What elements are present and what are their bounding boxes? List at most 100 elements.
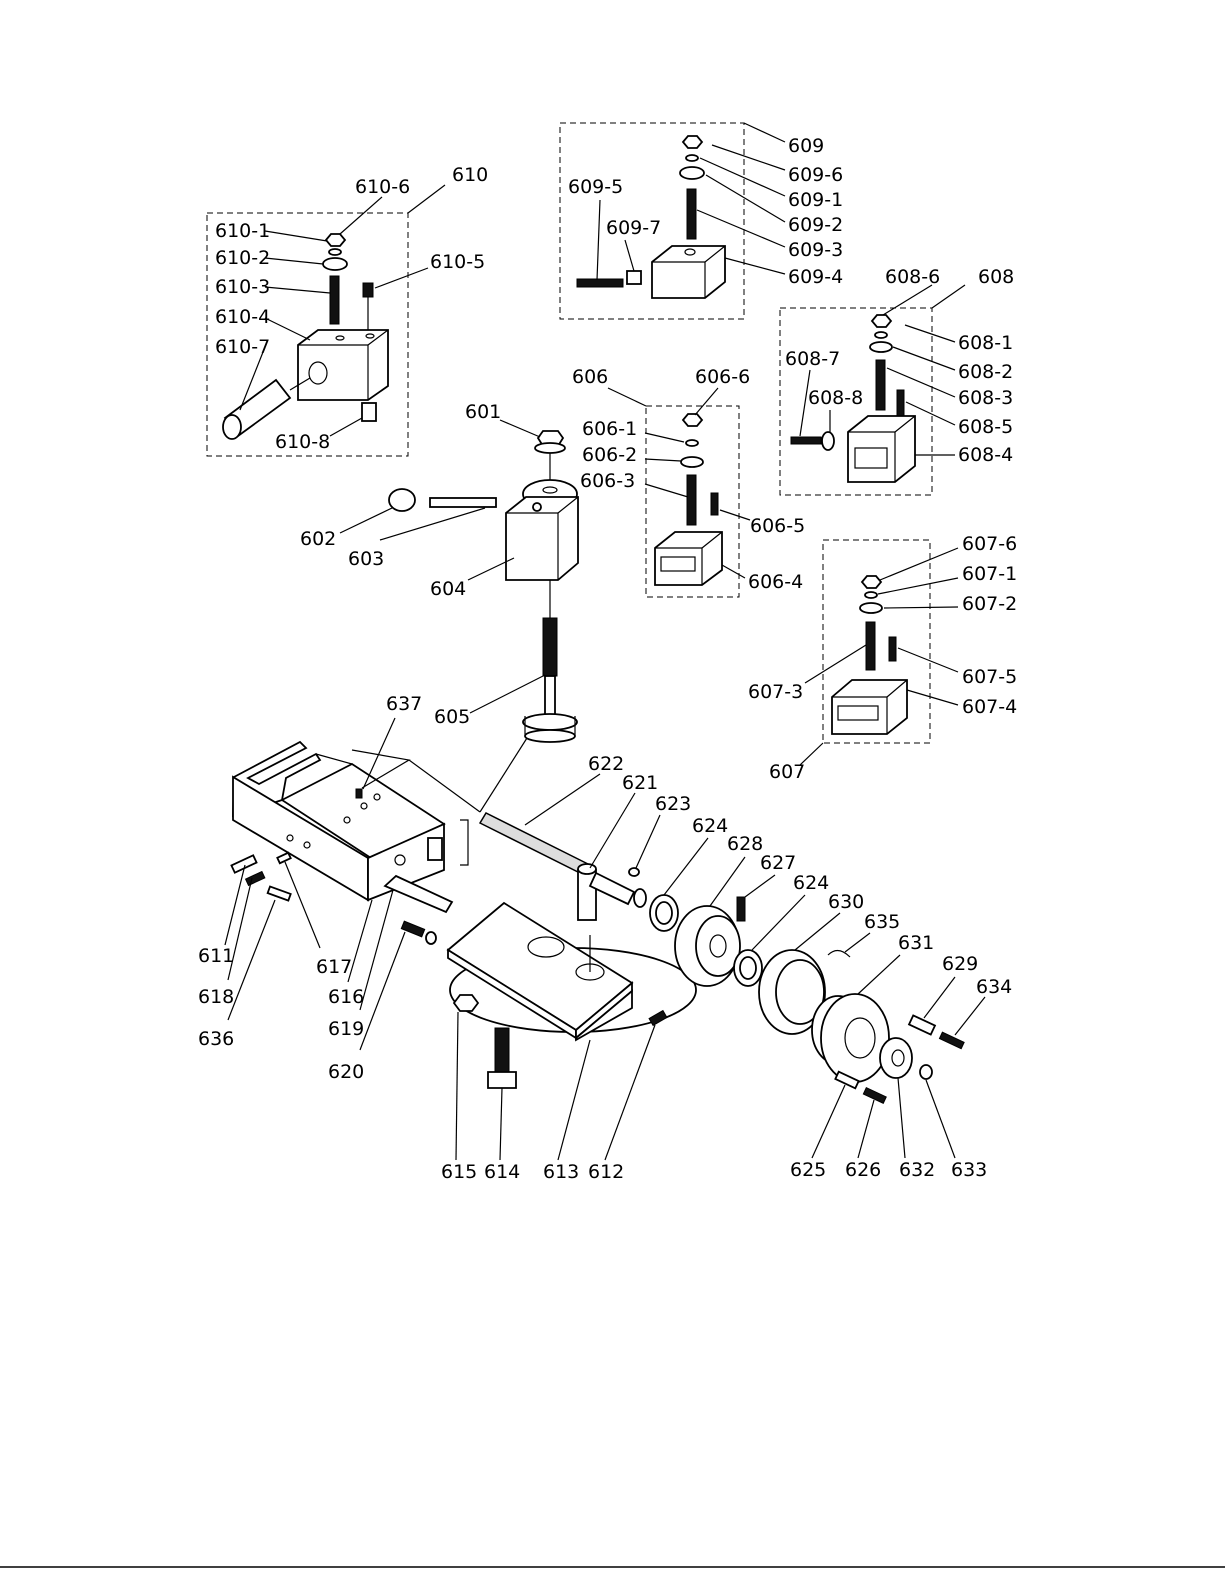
label-605: 605 [434, 706, 470, 728]
compound-slide [224, 717, 528, 1051]
stud-609-3 [686, 188, 697, 240]
gib-619 [383, 874, 454, 914]
group-610 [206, 184, 446, 457]
label-611: 611 [198, 945, 234, 967]
block-609-4 [651, 245, 726, 299]
toolpost-assembly [339, 419, 579, 743]
label-634: 634 [976, 976, 1012, 998]
label-610-2: 610-2 [215, 247, 270, 269]
label-617: 617 [316, 956, 352, 978]
label-612: 612 [588, 1161, 624, 1183]
sleeve-610-8 [361, 402, 377, 422]
label-609-2: 609-2 [788, 214, 843, 236]
screw-612 [648, 1009, 668, 1027]
label-630: 630 [828, 891, 864, 913]
label-608-7: 608-7 [785, 348, 840, 370]
screw-633 [919, 1064, 933, 1080]
screw-637 [355, 788, 363, 799]
screw-610-5 [362, 282, 374, 298]
knob-602 [388, 488, 416, 512]
label-616: 616 [328, 986, 364, 1008]
label-610-5: 610-5 [430, 251, 485, 273]
label-622: 622 [588, 753, 624, 775]
washer-607-2 [859, 602, 883, 614]
label-609-3: 609-3 [788, 239, 843, 261]
washer-606-2 [680, 456, 704, 468]
label-606-4: 606-4 [748, 571, 803, 593]
label-632: 632 [899, 1159, 935, 1181]
label-613: 613 [543, 1161, 579, 1183]
group-609 [559, 122, 786, 320]
label-636: 636 [198, 1028, 234, 1050]
nut-606-6 [681, 413, 704, 427]
label-623: 623 [655, 793, 691, 815]
label-609-6: 609-6 [788, 164, 843, 186]
screw-620 [400, 920, 426, 938]
label-604: 604 [430, 578, 466, 600]
label-608-8: 608-8 [808, 387, 863, 409]
pin-611 [230, 854, 258, 874]
label-609-7: 609-7 [606, 217, 661, 239]
washer-609-2 [679, 166, 705, 180]
label-608-1: 608-1 [958, 332, 1013, 354]
screw-606-5 [710, 492, 719, 516]
label-610-3: 610-3 [215, 276, 270, 298]
screw-618 [244, 870, 266, 887]
stud-608-3 [875, 359, 886, 411]
slide-front-face [367, 822, 445, 902]
label-608-5: 608-5 [958, 416, 1013, 438]
label-607-5: 607-5 [962, 666, 1017, 688]
part-labels: 610 610-6 610-1 610-2 610-5 610-3 610-4 … [198, 135, 1017, 1183]
leadscrew-assembly [478, 773, 986, 1159]
label-610-4: 610-4 [215, 306, 270, 328]
block-604 [505, 496, 579, 581]
group-610-boundary [206, 212, 409, 457]
label-610: 610 [452, 164, 488, 186]
stud-606-3 [686, 474, 697, 526]
group-606 [607, 387, 751, 598]
lever-603 [429, 497, 497, 508]
label-608-4: 608-4 [958, 444, 1013, 466]
group-609-boundary [559, 122, 745, 320]
leadscrew-622 [478, 812, 594, 877]
label-608-6: 608-6 [885, 266, 940, 288]
washer-606-1 [685, 439, 699, 447]
part-609-7 [626, 270, 642, 285]
screw-627 [736, 896, 746, 922]
label-602: 602 [300, 528, 336, 550]
group-608 [779, 284, 966, 496]
label-610-6: 610-6 [355, 176, 410, 198]
stud-607-3 [865, 621, 876, 671]
label-624-b: 624 [793, 872, 829, 894]
washer-609-1 [685, 154, 699, 162]
group-608-boundary [779, 307, 933, 496]
group-607 [799, 539, 959, 766]
pin-625 [834, 1070, 860, 1090]
label-606-6: 606-6 [695, 366, 750, 388]
nut-610-6 [324, 233, 347, 247]
label-607-6: 607-6 [962, 533, 1017, 555]
label-607-3: 607-3 [748, 681, 803, 703]
label-621: 621 [622, 772, 658, 794]
washer-610-2 [322, 257, 348, 271]
pin-636 [266, 885, 292, 902]
label-624-a: 624 [692, 815, 728, 837]
label-609-4: 609-4 [788, 266, 843, 288]
label-615: 615 [441, 1161, 477, 1183]
label-606-3: 606-3 [580, 470, 635, 492]
washer-610-1 [328, 248, 342, 256]
screw-608-7 [790, 436, 822, 445]
washer-608-2 [869, 341, 893, 353]
label-625: 625 [790, 1159, 826, 1181]
label-607-1: 607-1 [962, 563, 1017, 585]
label-608-2: 608-2 [958, 361, 1013, 383]
label-603: 603 [348, 548, 384, 570]
label-627: 627 [760, 852, 796, 874]
label-606-5: 606-5 [750, 515, 805, 537]
screw-626 [862, 1086, 887, 1104]
label-631: 631 [898, 932, 934, 954]
label-606: 606 [572, 366, 608, 388]
label-633: 633 [951, 1159, 987, 1181]
label-629: 629 [942, 953, 978, 975]
